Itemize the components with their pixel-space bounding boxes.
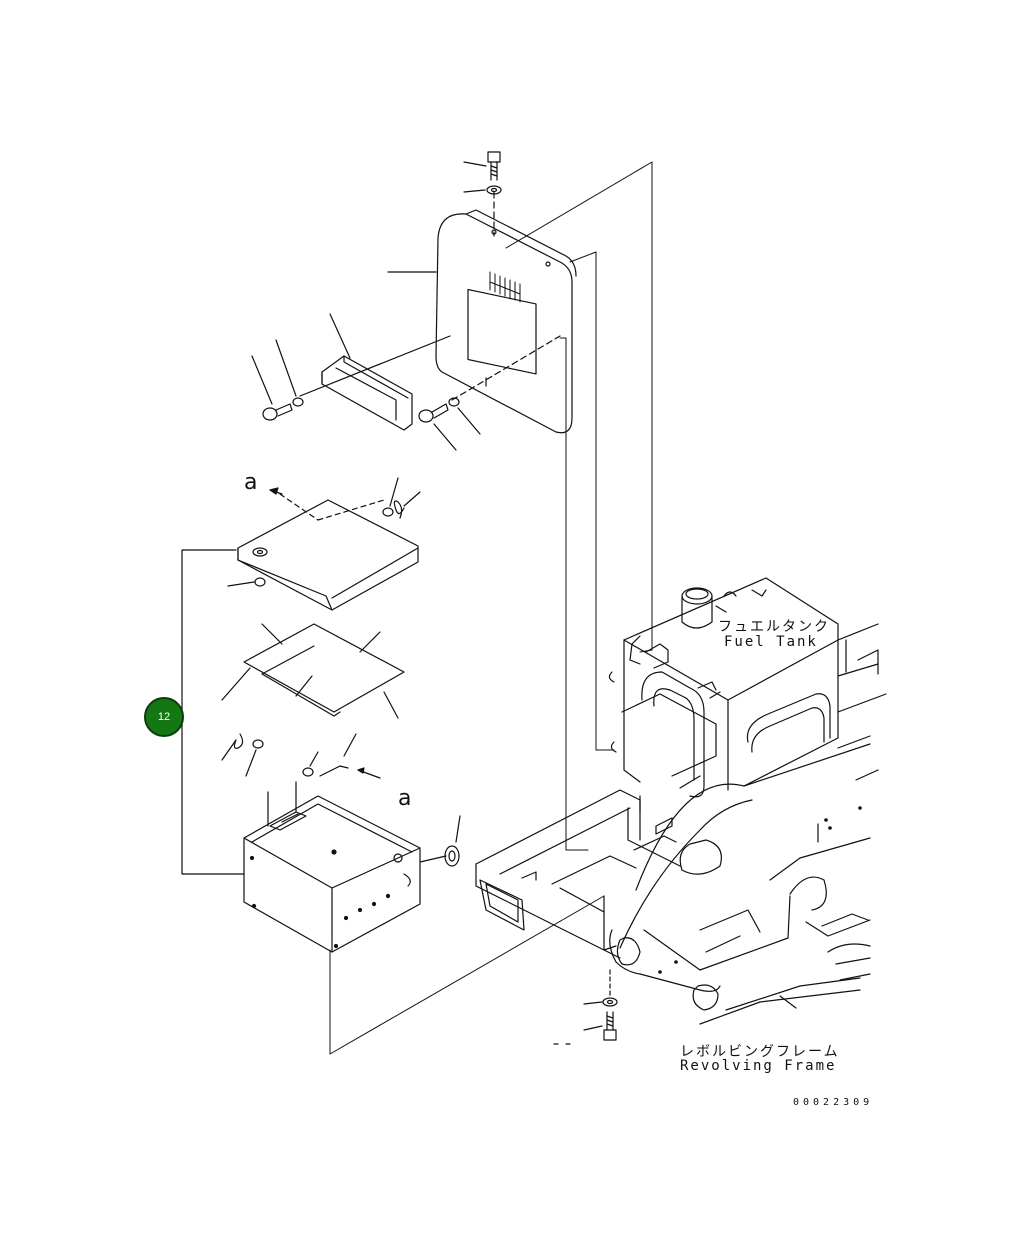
- bracket-bolt: [251, 355, 293, 421]
- reference-letter-a-bottom: a: [398, 786, 412, 811]
- assembly-guide-lines: [329, 161, 653, 1055]
- group-bracket: [181, 549, 245, 875]
- bottom-bolt: [583, 1011, 617, 1041]
- cover-bolt: [418, 403, 457, 451]
- battery-lid: [237, 487, 419, 611]
- revolving-frame-label-jp: レボルビングフレーム: [680, 1044, 840, 1060]
- lid-washer: [382, 477, 421, 519]
- reference-letter-a-top: a: [244, 470, 258, 495]
- drawing-number: 00022309: [793, 1097, 874, 1108]
- battery-box: [243, 781, 447, 953]
- fuel-tank-label-en: Fuel Tank: [724, 634, 818, 650]
- insulating-plate: [221, 623, 405, 719]
- revolving-frame-label-en: Revolving Frame: [680, 1058, 837, 1074]
- box-hardware: [221, 733, 381, 779]
- cover-washer: [448, 397, 481, 435]
- top-bolt: [463, 151, 501, 181]
- bracket-washer: [275, 339, 304, 407]
- bottom-washer: [583, 969, 618, 1007]
- top-washer: [463, 185, 502, 195]
- vent-slots: [489, 271, 521, 303]
- fuel-tank: [608, 577, 887, 841]
- upper-cover-panel: [387, 191, 577, 434]
- revolving-frame: [475, 743, 871, 1025]
- cover-bracket: [321, 313, 413, 431]
- callout-badge[interactable]: 12: [144, 697, 184, 737]
- box-grommet: [444, 815, 461, 867]
- fuel-tank-label-jp: フュエルタンク: [718, 619, 830, 635]
- lid-nut: [227, 577, 266, 587]
